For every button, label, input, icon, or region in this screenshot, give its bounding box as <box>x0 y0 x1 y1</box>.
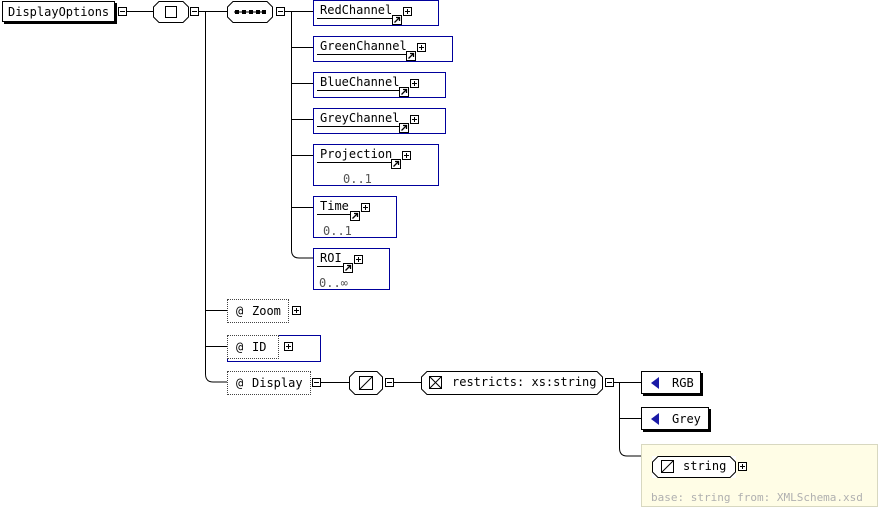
occurrence-label: 0..1 <box>343 172 372 186</box>
element-redchannel[interactable]: RedChannel <box>313 0 439 26</box>
element-roi[interactable]: ROI 0..∞ <box>313 248 390 290</box>
enumeration-grey[interactable]: Grey <box>641 407 709 430</box>
collapse-toggle-icon[interactable] <box>118 7 127 16</box>
expand-icon[interactable] <box>410 79 419 88</box>
element-label: Time <box>317 199 352 215</box>
attribute-id[interactable]: @ ID <box>227 335 279 359</box>
element-label: ROI <box>317 251 345 267</box>
enumeration-rgb[interactable]: RGB <box>641 371 701 394</box>
expand-icon[interactable] <box>354 255 363 264</box>
sequence-icon <box>227 1 273 23</box>
reference-arrow-icon <box>391 159 401 169</box>
base-type-note: base: string from: XMLSchema.xsd <box>651 491 863 504</box>
attribute-label: ID <box>252 340 267 354</box>
all-compositor[interactable] <box>153 1 189 23</box>
element-greenchannel[interactable]: GreenChannel <box>313 36 453 62</box>
enumeration-marker-icon <box>651 377 659 389</box>
expand-icon[interactable] <box>410 115 419 124</box>
attribute-at-icon: @ <box>236 376 244 390</box>
reference-arrow-icon <box>343 263 353 273</box>
attribute-at-icon: @ <box>236 340 244 354</box>
reference-arrow-icon <box>399 87 409 97</box>
collapse-toggle-icon[interactable] <box>385 378 394 387</box>
expand-icon[interactable] <box>738 462 747 471</box>
enumeration-marker-icon <box>651 413 659 425</box>
element-label: RedChannel <box>317 3 396 19</box>
base-type-string[interactable]: string <box>652 456 736 478</box>
base-type-label: string <box>683 459 727 473</box>
sequence-compositor[interactable] <box>227 1 273 23</box>
restriction-label: restricts: xs:string <box>452 375 597 389</box>
reference-arrow-icon <box>406 51 416 61</box>
restriction-icon <box>429 376 442 389</box>
reference-arrow-icon <box>350 211 360 221</box>
attribute-display[interactable]: @ Display <box>227 371 311 395</box>
collapse-toggle-icon[interactable] <box>605 378 614 387</box>
expand-icon[interactable] <box>292 306 301 315</box>
base-type-panel: string base: string from: XMLSchema.xsd <box>641 444 878 507</box>
expand-icon[interactable] <box>402 151 411 160</box>
expand-icon[interactable] <box>417 43 426 52</box>
reference-arrow-icon <box>399 123 409 133</box>
root-element-label: DisplayOptions <box>8 5 110 19</box>
all-compositor-icon <box>153 1 189 23</box>
element-label: Projection <box>317 147 396 163</box>
reference-arrow-icon <box>392 15 402 25</box>
root-element-displayoptions[interactable]: DisplayOptions <box>2 1 115 22</box>
expand-icon[interactable] <box>361 203 370 212</box>
element-greychannel[interactable]: GreyChannel <box>313 108 446 134</box>
restriction-frame <box>421 371 603 395</box>
attribute-label: Zoom <box>252 304 281 318</box>
element-bluechannel[interactable]: BlueChannel <box>313 72 446 98</box>
simple-type-icon <box>661 460 674 473</box>
restriction-node[interactable]: restricts: xs:string <box>421 371 603 395</box>
expand-icon[interactable] <box>403 7 412 16</box>
collapse-toggle-icon[interactable] <box>312 378 321 387</box>
expand-icon[interactable] <box>284 342 293 351</box>
simple-type-icon <box>349 371 383 395</box>
enumeration-value: Grey <box>672 412 701 426</box>
element-projection[interactable]: Projection 0..1 <box>313 144 439 186</box>
element-label: GreenChannel <box>317 39 410 55</box>
element-label: BlueChannel <box>317 75 403 91</box>
attribute-at-icon: @ <box>236 304 244 318</box>
occurrence-label: 0..1 <box>323 224 352 238</box>
element-time[interactable]: Time 0..1 <box>313 196 397 238</box>
occurrence-label: 0..∞ <box>319 276 348 290</box>
attribute-zoom[interactable]: @ Zoom <box>227 299 289 323</box>
attribute-label: Display <box>252 376 303 390</box>
collapse-toggle-icon[interactable] <box>190 7 199 16</box>
enumeration-value: RGB <box>672 376 694 390</box>
element-label: GreyChannel <box>317 111 403 127</box>
simple-type-node[interactable] <box>349 371 383 395</box>
collapse-toggle-icon[interactable] <box>276 7 285 16</box>
